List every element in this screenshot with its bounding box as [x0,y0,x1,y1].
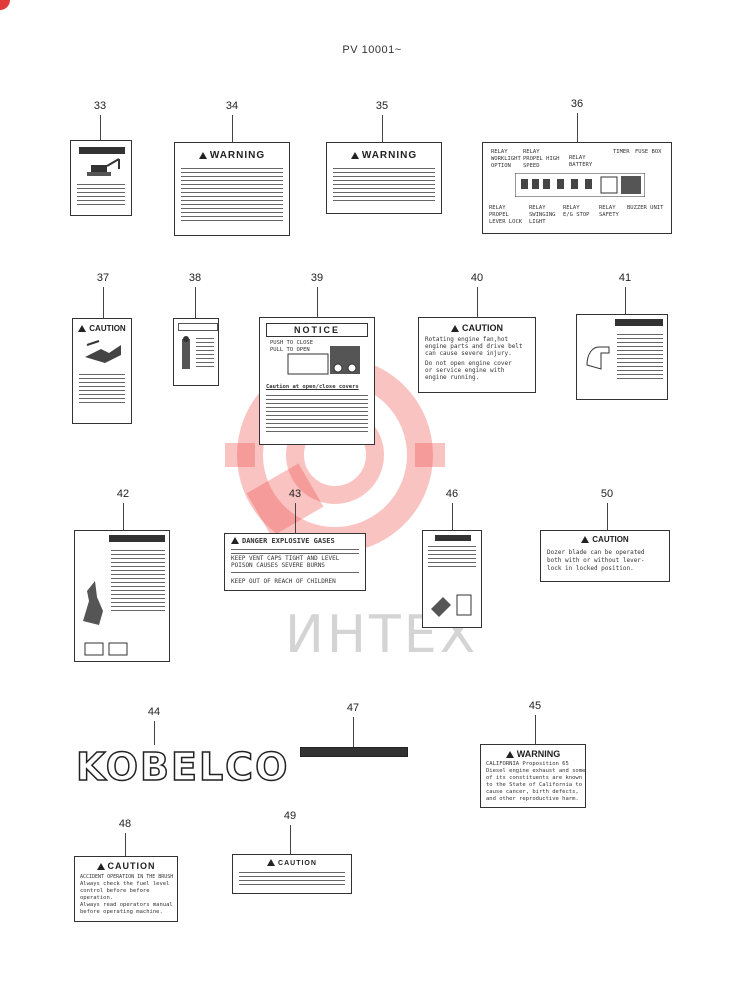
decal-heading: DANGER [242,537,268,545]
excavator-icon [87,158,120,176]
decal-35: WARNING [326,142,442,214]
label-number-36: 36 [570,98,584,110]
leader-line [103,287,104,318]
lever-icon [182,336,190,369]
leader-line [232,115,233,142]
decal-42 [74,530,170,662]
decal-34: WARNING [174,142,290,236]
label-number-47: 47 [346,702,360,714]
label-number-45: 45 [528,700,542,712]
caution-triangle-icon [267,859,276,866]
decal-36: RELAY WORKLIGHT OPTION RELAY PROPEL HIGH… [482,142,672,234]
decal-41 [576,314,668,400]
hand-hazard-icon [85,340,121,363]
decal-header-bar [435,535,471,541]
leader-line [290,825,291,854]
leader-line [123,503,124,530]
leader-line [125,833,126,856]
leader-line [295,503,296,533]
label-number-48: 48 [118,818,132,830]
engine-cover-icon [431,594,472,617]
label-number-44: 44 [147,706,161,718]
decal-heading: CAUTION [462,323,503,333]
leader-line [154,721,155,745]
label-number-50: 50 [600,488,614,500]
label-number-46: 46 [445,488,459,500]
leader-line [317,287,318,317]
leader-line [625,287,626,314]
label-number-37: 37 [96,272,110,284]
leader-line [353,717,354,747]
decal-header-bar [79,147,125,154]
decal-39: NOTICE PUSH TO CLOSE PULL TO OPEN Cautio… [259,317,375,445]
decal-heading: CAUTION [89,324,126,333]
label-number-43: 43 [288,488,302,500]
decal-43: DANGER EXPLOSIVE GASES KEEP VENT CAPS TI… [224,533,366,591]
leader-line [607,503,608,530]
leader-line [100,115,101,140]
kobelco-logo: KOBELCO [75,744,290,790]
label-number-33: 33 [93,100,107,112]
leader-line [195,287,196,318]
label-number-41: 41 [618,272,632,284]
decal-heading: WARNING [516,749,561,759]
battery-icon [84,642,128,656]
caution-triangle-icon [451,325,459,332]
battery-hazard-icon [83,581,103,625]
label-number-49: 49 [283,810,297,822]
decal-heading: NOTICE [266,323,368,337]
label-number-35: 35 [375,100,389,112]
decal-47-manual-storage-strip [300,747,408,757]
decal-49: CAUTION [232,854,352,894]
leader-line [535,715,536,744]
leader-line [382,115,383,142]
hand-icon [586,346,610,370]
decal-33 [70,140,132,216]
decal-38 [173,318,219,386]
decal-heading: CAUTION [278,860,317,867]
label-number-42: 42 [116,488,130,500]
decal-46 [422,530,482,628]
relay-panel-diagram [515,173,645,197]
decal-heading: CAUTION [107,861,156,871]
leader-line [452,503,453,530]
decal-37: CAUTION [72,318,132,424]
decal-heading: WARNING [209,150,266,161]
caution-triangle-icon [78,325,87,332]
label-number-39: 39 [310,272,324,284]
label-number-38: 38 [188,272,202,284]
decal-header-bar [109,535,165,542]
decal-45: WARNING CALIFORNIA Proposition 65 Diesel… [480,744,586,808]
decal-heading: CAUTION [592,535,629,544]
caution-triangle-icon [581,536,590,543]
warning-triangle-icon [505,751,514,758]
decal-header-bar [615,319,663,326]
decal-heading: WARNING [361,150,418,161]
decal-50: CAUTION Dozer blade can be operated both… [540,530,670,582]
machine-cover-icon [287,346,360,375]
decal-40: CAUTION Rotating engine fan,hot engine p… [418,317,536,393]
page-header: PV 10001~ [342,44,402,56]
corner-badge [0,0,10,10]
label-number-40: 40 [470,272,484,284]
caution-triangle-icon [96,863,105,870]
warning-triangle-icon [198,152,207,159]
danger-triangle-icon [231,537,239,544]
warning-triangle-icon [350,152,359,159]
leader-line [477,287,478,317]
decal-48: CAUTION ACCIDENT OPERATION IN THE BRUSH … [74,856,178,922]
label-number-34: 34 [225,100,239,112]
leader-line [577,113,578,142]
